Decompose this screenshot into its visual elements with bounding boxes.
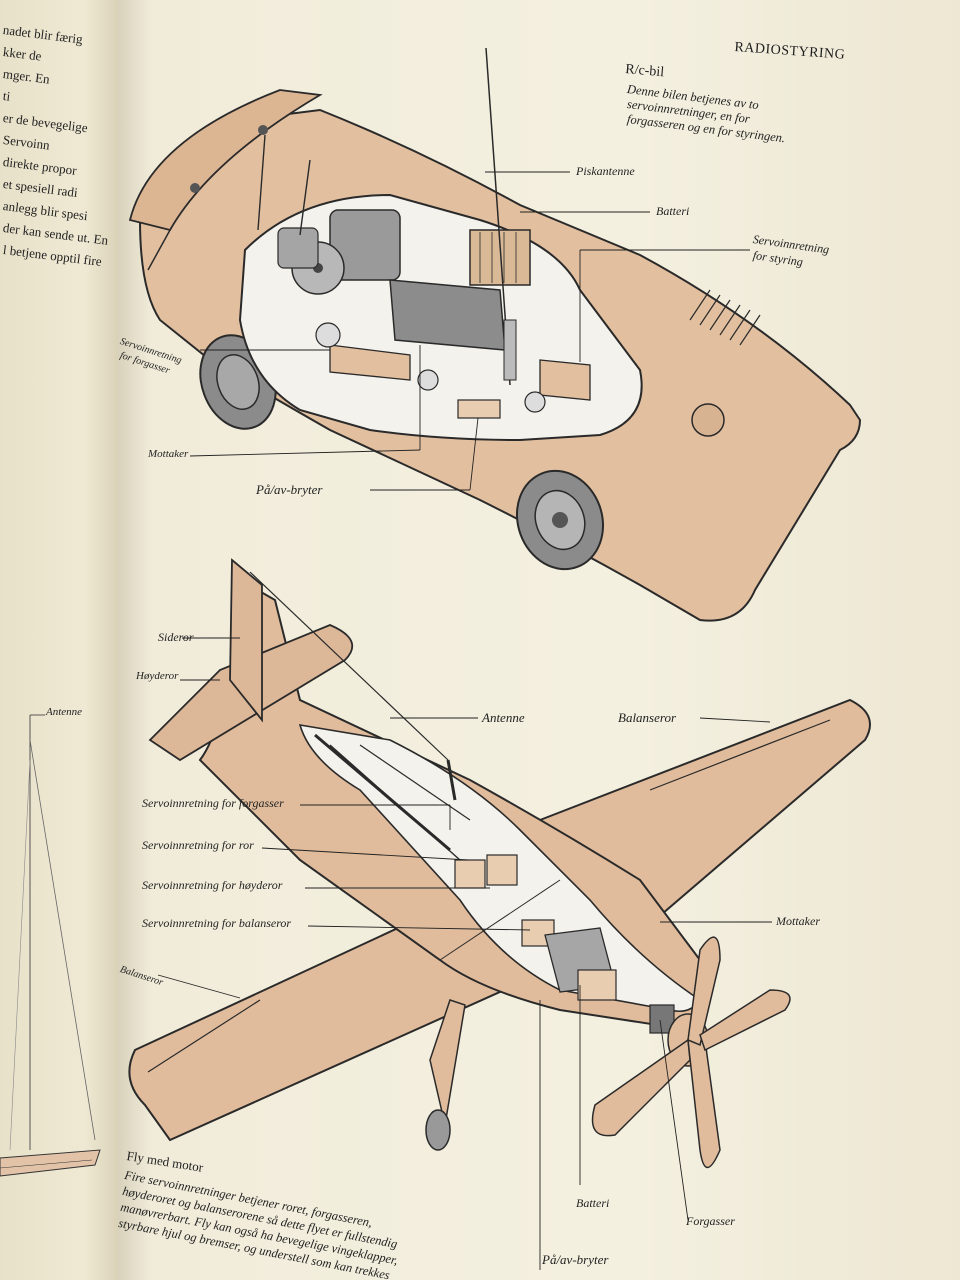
sideror-label: Sideror <box>158 630 194 644</box>
balanseror-right-label: Balanseror <box>618 710 677 725</box>
batteri-label-plane: Batteri <box>576 1196 610 1210</box>
rc-car-illustration <box>128 47 862 622</box>
rc-plane-illustration <box>128 558 871 1270</box>
piskantenne-label: Piskantenne <box>576 164 635 178</box>
forgasser-label: Forgasser <box>686 1214 735 1228</box>
antenne-label-plane: Antenne <box>482 710 525 725</box>
servo-forgasser-label-plane: Servoinnretning for forgasser <box>142 796 284 810</box>
antenne-label-left: Antenne <box>46 706 83 718</box>
servo-ror-label: Servoinnretning for ror <box>142 838 254 852</box>
hoyderor-label: Høyderor <box>136 670 179 682</box>
illustrations <box>128 47 871 1270</box>
sailboat-illustration <box>0 714 101 1177</box>
left-page: nadet blir færig kker de mger. En ti er … <box>0 0 120 1280</box>
paav-label-car: På/av-bryter <box>256 482 323 497</box>
right-page: RADIOSTYRING R/c-bil Denne bilen betjene… <box>118 0 960 1280</box>
batteri-label-car: Batteri <box>656 204 690 218</box>
mottaker-label-car: Mottaker <box>148 448 189 460</box>
servo-balanseror-label: Servoinnretning for balanseror <box>142 916 292 930</box>
mottaker-label-plane: Mottaker <box>776 914 820 928</box>
servo-hoyderor-label: Servoinnretning for høyderor <box>142 878 283 892</box>
paav-label-plane: På/av-bryter <box>542 1252 609 1267</box>
